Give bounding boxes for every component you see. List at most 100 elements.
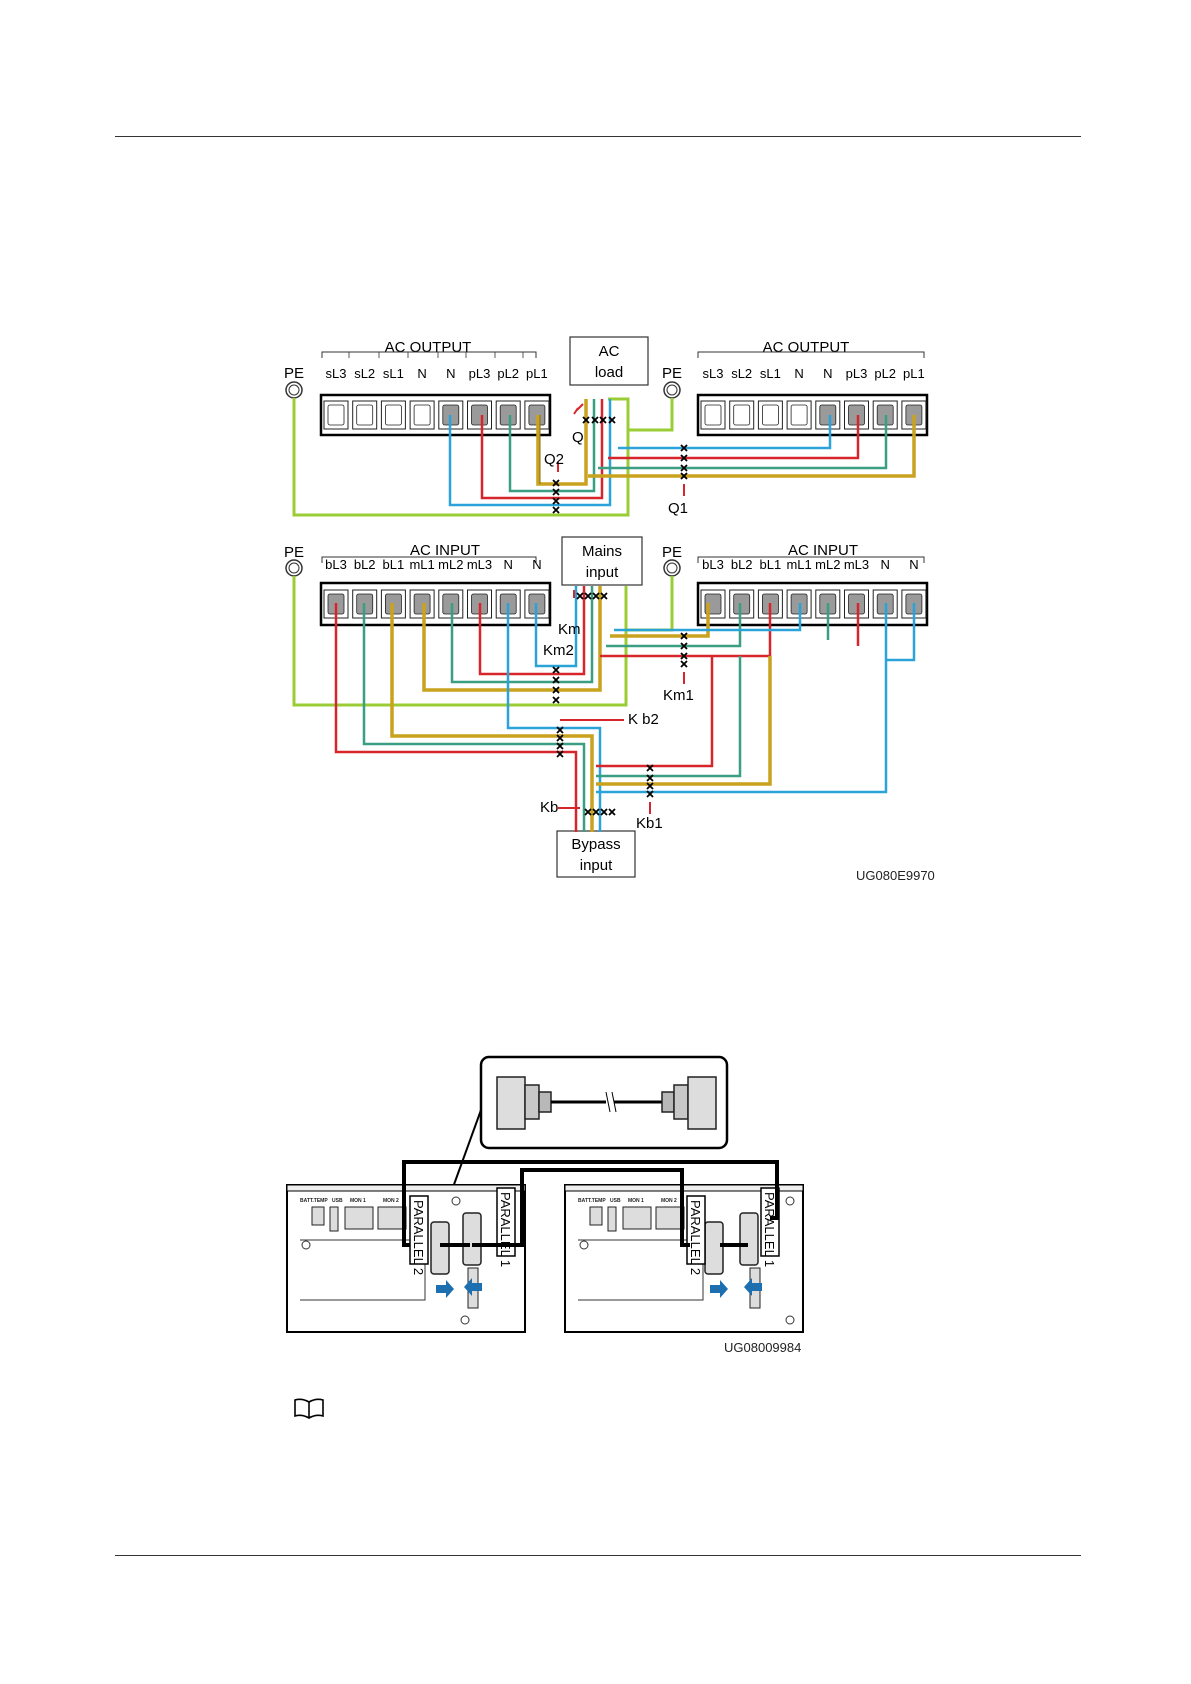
output-right-title: AC OUTPUT bbox=[763, 339, 850, 356]
parallel1-label: PARALLEL 1 bbox=[762, 1192, 777, 1267]
output-right-label-6: pL2 bbox=[874, 366, 896, 381]
output-left-terminal-3 bbox=[409, 400, 435, 430]
output-right-label-0: sL3 bbox=[703, 366, 724, 381]
input-right-label-5: mL3 bbox=[844, 557, 869, 572]
output-right-label-4: N bbox=[823, 366, 832, 381]
output-left-terminal-0 bbox=[323, 400, 349, 430]
footer-rule bbox=[115, 1555, 1081, 1556]
input-right-label-4: mL2 bbox=[815, 557, 840, 572]
switch-q2-label: Q2 bbox=[544, 451, 564, 468]
input-right-label-6: N bbox=[881, 557, 890, 572]
output-right-terminal-2 bbox=[757, 400, 783, 430]
input-left-label-2: bL1 bbox=[383, 557, 405, 572]
batt-temp-label: BATT.TEMP bbox=[300, 1198, 328, 1204]
parallel1-label: PARALLEL 1 bbox=[498, 1192, 513, 1267]
pe-label: PE bbox=[662, 365, 682, 382]
pe-label: PE bbox=[662, 544, 682, 561]
parallel-cable bbox=[402, 1160, 779, 1247]
cable-detail bbox=[451, 1055, 729, 1191]
output-right-label-7: pL1 bbox=[903, 366, 925, 381]
input-right-title: AC INPUT bbox=[788, 542, 858, 559]
switch-km2-label: Km2 bbox=[543, 642, 574, 659]
switch-marks-output bbox=[552, 403, 688, 514]
switch-kb1-label: Kb1 bbox=[636, 815, 663, 832]
header-rule bbox=[115, 136, 1081, 137]
usb-label: USB bbox=[332, 1198, 343, 1204]
switch-kb-label: Kb bbox=[540, 799, 558, 816]
output-right-terminal-3 bbox=[786, 400, 812, 430]
input-left-label-6: N bbox=[504, 557, 513, 572]
bypass-input-label-1: Bypass bbox=[571, 836, 620, 853]
input-wiring bbox=[292, 576, 916, 832]
output-right-terminal-4 bbox=[815, 400, 841, 430]
input-left-label-4: mL2 bbox=[438, 557, 463, 572]
output-left-label-7: pL1 bbox=[526, 366, 548, 381]
input-left-label-5: mL3 bbox=[467, 557, 492, 572]
output-right-label-5: pL3 bbox=[846, 366, 868, 381]
parallel2-label: PARALLEL 2 bbox=[688, 1200, 703, 1275]
input-right-label-7: N bbox=[909, 557, 918, 572]
output-left-terminal-6 bbox=[495, 400, 521, 430]
input-right-terminal-0 bbox=[700, 589, 726, 619]
input-right-label-1: bL2 bbox=[731, 557, 753, 572]
ac-load-label-2: load bbox=[595, 364, 623, 381]
switch-marks-input bbox=[552, 590, 688, 816]
book-icon bbox=[294, 1398, 324, 1419]
figure1-code: UG080E9970 bbox=[856, 868, 935, 883]
mon2-label: MON 2 bbox=[383, 1198, 399, 1204]
output-left-label-4: N bbox=[446, 366, 455, 381]
ac-load-box: AC load bbox=[569, 336, 649, 386]
output-left-terminal-5 bbox=[467, 400, 492, 430]
output-left-label-6: pL2 bbox=[497, 366, 519, 381]
output-left-title: AC OUTPUT bbox=[385, 339, 472, 356]
input-left-label-1: bL2 bbox=[354, 557, 376, 572]
mon2-label: MON 2 bbox=[661, 1198, 677, 1204]
figure2-code: UG08009984 bbox=[724, 1340, 801, 1355]
output-left-terminal-1 bbox=[352, 400, 378, 430]
parallel-labels: PARALLEL 2 PARALLEL 1 PARALLEL 2 PARALLE… bbox=[409, 1187, 780, 1275]
switch-km1-label: Km1 bbox=[663, 687, 694, 704]
input-left-terminal-3 bbox=[409, 589, 435, 619]
output-left-terminal-2 bbox=[380, 400, 406, 430]
bypass-input-label-2: input bbox=[580, 857, 613, 874]
output-left-label-1: sL2 bbox=[354, 366, 375, 381]
mon1-label: MON 1 bbox=[350, 1198, 366, 1204]
output-left-label-3: N bbox=[417, 366, 426, 381]
input-left-label-0: bL3 bbox=[325, 557, 347, 572]
parallel2-label: PARALLEL 2 bbox=[411, 1200, 426, 1275]
input-left-title: AC INPUT bbox=[410, 542, 480, 559]
input-left-block: AC INPUT bL3 bL2 bL1 mL1 mL2 mL3 N N PE bbox=[284, 542, 552, 627]
output-wiring bbox=[292, 397, 916, 517]
switch-q-label: Q bbox=[572, 429, 584, 446]
switch-q1-label: Q1 bbox=[668, 500, 688, 517]
switch-km-label: Km bbox=[558, 621, 581, 638]
input-right-terminal-5 bbox=[844, 589, 869, 619]
input-right-terminal-1 bbox=[729, 589, 755, 619]
output-right-label-1: sL2 bbox=[731, 366, 752, 381]
input-right-label-3: mL1 bbox=[786, 557, 811, 572]
output-right-label-2: sL1 bbox=[760, 366, 781, 381]
output-left-label-0: sL3 bbox=[326, 366, 347, 381]
output-right-terminal-0 bbox=[700, 400, 726, 430]
mains-input-label-2: input bbox=[586, 564, 619, 581]
input-right-label-2: bL1 bbox=[760, 557, 782, 572]
input-left-label-3: mL1 bbox=[409, 557, 434, 572]
mon1-label: MON 1 bbox=[628, 1198, 644, 1204]
output-left-label-2: sL1 bbox=[383, 366, 404, 381]
input-left-label-7: N bbox=[532, 557, 541, 572]
output-left-label-5: pL3 bbox=[469, 366, 491, 381]
mains-input-box: Mains input bbox=[561, 536, 643, 586]
mains-input-label-1: Mains bbox=[582, 543, 622, 560]
ac-load-label-1: AC bbox=[599, 343, 620, 360]
batt-temp-label: BATT.TEMP bbox=[578, 1198, 606, 1204]
input-right-label-0: bL3 bbox=[702, 557, 724, 572]
switch-kb2-label: K b2 bbox=[628, 711, 659, 728]
pe-label: PE bbox=[284, 544, 304, 561]
input-right-block: AC INPUT bL3 bL2 bL1 mL1 mL2 mL3 N N PE bbox=[662, 542, 929, 627]
output-right-label-3: N bbox=[794, 366, 803, 381]
output-right-terminal-1 bbox=[729, 400, 755, 430]
pe-label: PE bbox=[284, 365, 304, 382]
output-right-terminal-5 bbox=[844, 400, 869, 430]
